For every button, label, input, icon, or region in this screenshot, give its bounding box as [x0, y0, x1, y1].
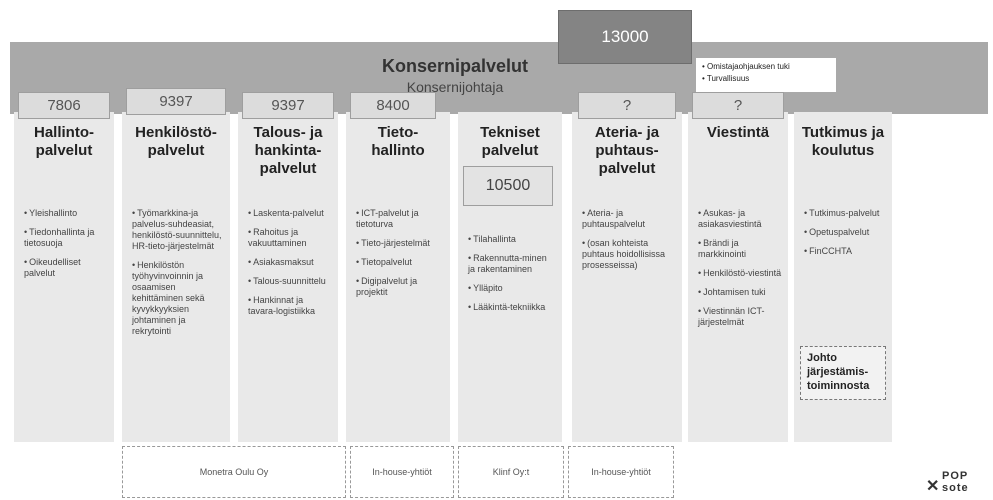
list-item: Hankinnat ja tavara-logistiikka [248, 295, 332, 317]
note-item: Omistajaohjauksen tuki [702, 61, 836, 73]
column-items: Asukas- ja asiakasviestintä Brändi ja ma… [698, 208, 782, 336]
list-item: Laskenta-palvelut [248, 208, 332, 219]
column-items: Työmarkkina-ja palvelus-suhdeasiat, henk… [132, 208, 224, 345]
column-henkilostopalvelut: Henkilöstö- palvelut Työmarkkina-ja palv… [122, 112, 230, 442]
column-tekniset-palvelut: Tekniset palvelut Tilahallinta Rakennutt… [458, 112, 562, 442]
column-title: Viestintä [706, 124, 770, 141]
list-item: Tiedonhallinta ja tietosuoja [24, 227, 108, 249]
list-item: Rakennutta-minen ja rakentaminen [468, 253, 556, 275]
company-box: Monetra Oulu Oy [122, 446, 346, 498]
johto-box: Johto järjestämis-toiminnosta [800, 346, 886, 400]
logo-text-line2: sote [942, 482, 969, 494]
number-box-tietohallinto: 8400 [350, 92, 436, 119]
column-items: Tutkimus-palvelut Opetuspalvelut FinCCHT… [804, 208, 886, 265]
number-box-hallinto: 7806 [18, 92, 110, 119]
top-number-box: 13000 [558, 10, 692, 64]
column-title: Tekniset palvelut [480, 124, 540, 159]
list-item: Tieto-järjestelmät [356, 238, 444, 249]
list-item: Asiakasmaksut [248, 257, 332, 268]
column-talous-hankintapalvelut: Talous- ja hankinta- palvelut Laskenta-p… [238, 112, 338, 442]
column-items: ICT-palvelut ja tietoturva Tieto-järjest… [356, 208, 444, 306]
company-box: In-house-yhtiöt [568, 446, 674, 498]
notes-box: Omistajaohjauksen tuki Turvallisuus [696, 58, 836, 92]
company-box: Klinf Oy:t [458, 446, 564, 498]
list-item: Ateria- ja puhtauspalvelut [582, 208, 676, 230]
column-title: Talous- ja hankinta- palvelut [253, 124, 323, 177]
list-item: Henkilöstö-viestintä [698, 268, 782, 279]
list-item: ICT-palvelut ja tietoturva [356, 208, 444, 230]
column-viestinta: Viestintä Asukas- ja asiakasviestintä Br… [688, 112, 788, 442]
column-items: Ateria- ja puhtauspalvelut (osan kohteis… [582, 208, 676, 279]
list-item: Työmarkkina-ja palvelus-suhdeasiat, henk… [132, 208, 224, 252]
list-item: Ylläpito [468, 283, 556, 294]
list-item: Johtamisen tuki [698, 287, 782, 298]
number-box-talous: 9397 [242, 92, 334, 119]
number-box-ateria: ? [578, 92, 676, 119]
list-item: Oikeudelliset palvelut [24, 257, 108, 279]
list-item: Digipalvelut ja projektit [356, 276, 444, 298]
cross-icon: ✕ [926, 478, 940, 495]
banner-title: Konsernipalvelut [381, 56, 529, 76]
list-item: Lääkintä-tekniikka [468, 302, 556, 313]
column-title: Tutkimus ja koulutus [801, 124, 885, 159]
column-ateria-puhtauspalvelut: Ateria- ja puhtaus- palvelut Ateria- ja … [572, 112, 682, 442]
list-item: Opetuspalvelut [804, 227, 886, 238]
column-title: Hallinto- palvelut [34, 124, 94, 159]
column-hallintopalvelut: Hallinto- palvelut Yleishallinto Tiedonh… [14, 112, 114, 442]
column-tietohallinto: Tieto- hallinto ICT-palvelut ja tietotur… [346, 112, 450, 442]
column-title: Tieto- hallinto [371, 124, 425, 159]
number-box-henkilosto: 9397 [126, 88, 226, 115]
column-items: Yleishallinto Tiedonhallinta ja tietosuo… [24, 208, 108, 287]
list-item: Tilahallinta [468, 234, 556, 245]
company-box: In-house-yhtiöt [350, 446, 454, 498]
list-item: Tietopalvelut [356, 257, 444, 268]
note-item: Turvallisuus [702, 73, 836, 85]
logo-text-line1: POP [942, 470, 969, 482]
list-item: Tutkimus-palvelut [804, 208, 886, 219]
list-item: Asukas- ja asiakasviestintä [698, 208, 782, 230]
column-title: Henkilöstö- palvelut [135, 124, 217, 159]
list-item: Brändi ja markkinointi [698, 238, 782, 260]
list-item: Viestinnän ICT-järjestelmät [698, 306, 782, 328]
list-item: Henkilöstön työhyvinvoinnin ja osaamisen… [132, 260, 224, 337]
column-items: Laskenta-palvelut Rahoitus ja vakuuttami… [248, 208, 332, 325]
column-title: Ateria- ja puhtaus- palvelut [594, 124, 660, 177]
list-item: Talous-suunnittelu [248, 276, 332, 287]
number-box-viestinta: ? [692, 92, 784, 119]
column-items: Tilahallinta Rakennutta-minen ja rakenta… [468, 234, 556, 321]
list-item: Rahoitus ja vakuuttaminen [248, 227, 332, 249]
popsote-logo: ✕ POP sote [926, 470, 988, 498]
list-item: FinCCHTA [804, 246, 886, 257]
number-box-tekniset: 10500 [463, 166, 553, 206]
banner-subtitle: Konsernijohtaja [406, 79, 504, 95]
list-item: Yleishallinto [24, 208, 108, 219]
list-item: (osan kohteista puhtaus hoidollisissa pr… [582, 238, 676, 271]
